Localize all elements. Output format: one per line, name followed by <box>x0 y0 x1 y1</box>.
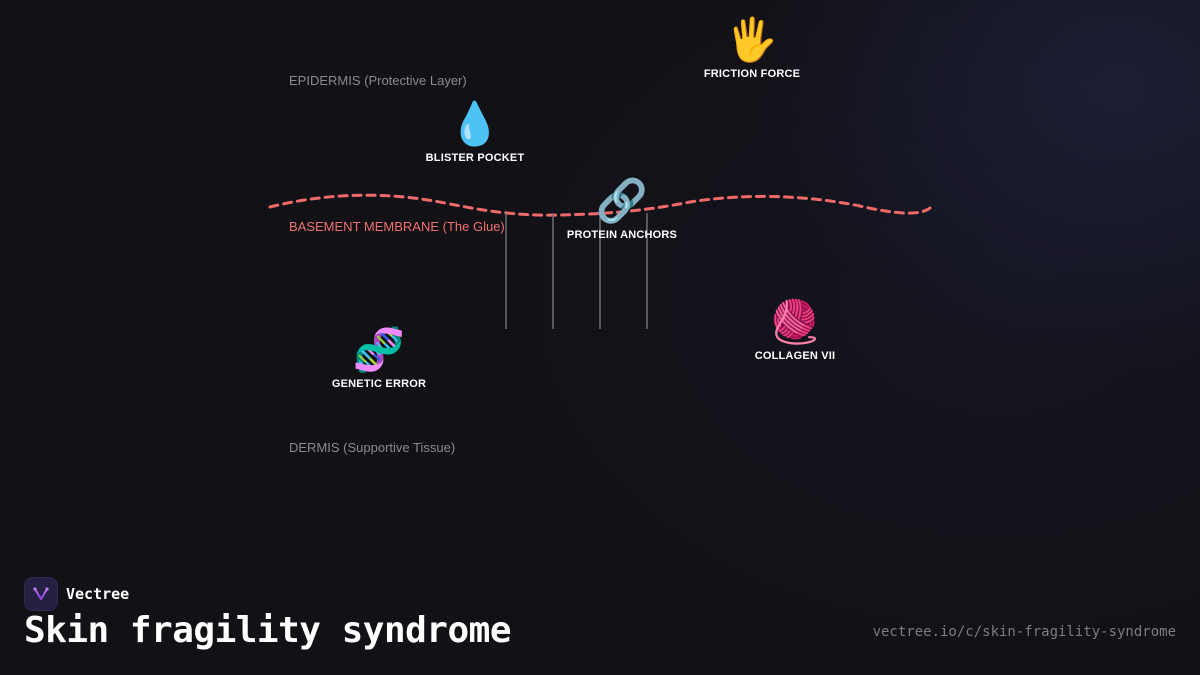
blister-pocket-label: BLISTER POCKET <box>425 152 525 164</box>
collagen-vii-node: 🧶 COLLAGEN VII <box>755 298 836 362</box>
basement-membrane-label: BASEMENT MEMBRANE (The Glue) <box>289 219 505 234</box>
basement-membrane-line <box>268 193 932 217</box>
friction-force-node: 🖐️ FRICTION FORCE <box>704 16 800 80</box>
friction-force-label: FRICTION FORCE <box>703 68 801 80</box>
protein-anchors-node: 🔗 PROTEIN ANCHORS <box>567 177 677 241</box>
dermis-label: DERMIS (Supportive Tissue) <box>289 440 456 455</box>
collagen-vii-label: COLLAGEN VII <box>754 350 836 362</box>
link-icon: 🔗 <box>595 177 649 224</box>
hand-icon: 🖐️ <box>725 16 779 63</box>
brand-name: Vectree <box>66 585 130 603</box>
yarn-icon: 🧶 <box>768 298 822 345</box>
droplet-icon: 💧 <box>448 100 502 147</box>
blister-pocket-node: 💧 BLISTER POCKET <box>426 100 525 164</box>
page-title: Skin fragility syndrome <box>24 610 512 651</box>
dna-icon: 🧬 <box>352 326 406 373</box>
genetic-error-label: GENETIC ERROR <box>331 378 427 390</box>
brand[interactable]: Vectree <box>24 577 129 611</box>
genetic-error-node: 🧬 GENETIC ERROR <box>332 326 426 390</box>
vectree-logo-icon <box>24 577 58 611</box>
epidermis-label: EPIDERMIS (Protective Layer) <box>289 73 467 88</box>
protein-anchors-label: PROTEIN ANCHORS <box>566 229 678 241</box>
page-url[interactable]: vectree.io/c/skin-fragility-syndrome <box>872 624 1176 640</box>
